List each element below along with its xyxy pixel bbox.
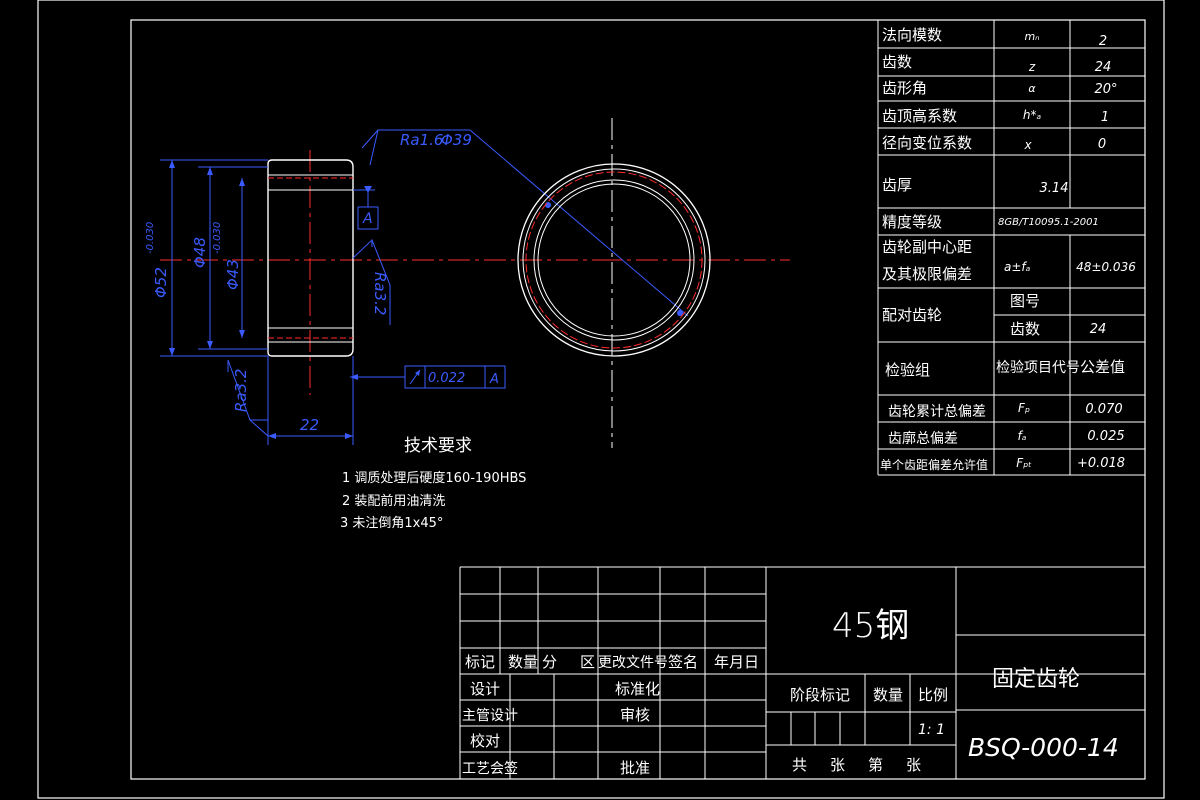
sheet-index: 第 [868, 756, 883, 774]
chief-design-label: 主管设计 [462, 708, 518, 724]
inspection-symbol-cumulative: Fₚ [1018, 401, 1030, 415]
standardization-label: 标准化 [615, 680, 660, 698]
part-name: 固定齿轮 [992, 667, 1080, 692]
gear-body-outline [267, 159, 354, 357]
param-name-pressure-angle: 齿形角 [882, 79, 927, 97]
rev-header-qty: 数量 [508, 653, 538, 671]
thickness-label: 齿厚 [882, 176, 912, 194]
stage-mark-label: 阶段标记 [790, 686, 850, 704]
design-label: 设计 [470, 680, 500, 698]
inspection-name-profile: 齿廓总偏差 [888, 430, 958, 447]
param-value-modulus: 2 [1099, 34, 1107, 49]
center-distance-label-1: 齿轮副中心距 [882, 238, 972, 256]
sheet-border [37, 0, 1165, 799]
param-value-addendum: 1 [1101, 110, 1109, 125]
quantity-label: 数量 [873, 686, 903, 704]
param-name-teeth: 齿数 [882, 53, 912, 71]
approve-label: 批准 [620, 759, 650, 777]
sheet-unit-2: 张 [906, 756, 921, 774]
section-view: A 0.022 A Ra1.6 Φ39 Ra3.2 Ra3.2 Φ52 -0.0… [145, 129, 689, 445]
inspection-value-cumulative: 0.070 [1085, 402, 1122, 417]
rev-header-zone: 区 [580, 653, 595, 671]
datum-box [357, 206, 379, 230]
param-value-teeth: 24 [1095, 60, 1112, 75]
tech-item-3: 3 未注倒角1x45° [340, 516, 443, 531]
diameter-52-tolerance: -0.030 [145, 222, 156, 254]
technical-requirements: 技术要求 1 调质处理后硬度160-190HBS 2 装配前用油清洗 3 未注倒… [340, 436, 526, 531]
drawing-code: BSQ-000-14 [968, 733, 1119, 762]
rev-header-sign: 签名 [668, 653, 698, 671]
tech-item-2: 2 装配前用油清洗 [342, 493, 445, 509]
thickness-value: 3.14 [1040, 181, 1069, 196]
mating-gear-label: 配对齿轮 [882, 306, 942, 324]
inspection-group-label: 检验组 [885, 361, 930, 379]
runout-frame [404, 365, 506, 389]
accuracy-label: 精度等级 [882, 213, 942, 231]
scale-value: 1: 1 [918, 722, 945, 738]
center-distance-value: 48±0.036 [1076, 260, 1136, 274]
param-symbol-shift: x [1023, 138, 1032, 152]
param-name-shift: 径向变位系数 [882, 134, 972, 152]
param-symbol-addendum: h*ₐ [1023, 108, 1042, 122]
runout-datum: A [489, 372, 499, 387]
inspection-symbol-pitch: Fₚₜ [1016, 456, 1032, 470]
front-view [517, 118, 790, 448]
review-label: 审核 [620, 706, 650, 724]
material: 45钢 [832, 606, 909, 646]
diameter-43: Φ43 [224, 259, 242, 290]
runout-value: 0.022 [428, 371, 465, 386]
title-block [459, 566, 1145, 779]
inspection-symbol-profile: fₐ [1018, 429, 1027, 443]
tolerance-label: 公差值 [1080, 358, 1125, 376]
inspection-value-pitch: +0.018 [1077, 456, 1125, 471]
diameter-39: Φ39 [441, 131, 472, 149]
inspection-code-label: 检验项目代号 [996, 360, 1080, 376]
diameter-43-tolerance: -0.030 [212, 222, 223, 254]
tech-title: 技术要求 [404, 436, 472, 456]
process-sign-label: 工艺会签 [462, 760, 518, 777]
sheet-unit-1: 张 [830, 756, 845, 774]
datum-label: A [362, 211, 373, 227]
param-value-pressure-angle: 20° [1094, 82, 1117, 97]
center-distance-symbol: a±fₐ [1004, 260, 1031, 274]
inspection-value-profile: 0.025 [1087, 429, 1124, 444]
mating-teeth-label: 齿数 [1010, 320, 1040, 338]
inspection-name-cumulative: 齿轮累计总偏差 [888, 404, 986, 420]
rev-header-mark: 标记 [465, 653, 495, 671]
diameter-48: Φ48 [191, 237, 209, 268]
drawing-no-label: 图号 [1010, 292, 1040, 310]
rev-header-date: 年月日 [714, 653, 759, 671]
tech-item-1: 1 调质处理后硬度160-190HBS [342, 470, 526, 486]
mating-teeth-value: 24 [1090, 322, 1107, 337]
scale-label: 比例 [918, 686, 948, 704]
width-dimension: 22 [300, 416, 319, 434]
parameter-table [877, 20, 1145, 476]
param-symbol-modulus: mₙ [1024, 30, 1039, 43]
param-symbol-pressure-angle: α [1028, 82, 1036, 95]
roughness-right: Ra3.2 [371, 272, 389, 315]
inspection-name-pitch: 单个齿距偏差允许值 [880, 457, 988, 472]
rev-header-doc: 更改文件号 [598, 655, 668, 671]
roughness-top: Ra1.6 [400, 131, 443, 149]
param-name-addendum: 齿顶高系数 [882, 107, 957, 125]
roughness-symbol-icon [227, 238, 391, 437]
diameter-52: Φ52 [152, 267, 170, 298]
rev-header-div: 分 [542, 653, 557, 671]
param-symbol-teeth: z [1028, 60, 1036, 74]
check-label: 校对 [470, 732, 500, 750]
param-value-shift: 0 [1098, 137, 1106, 152]
frame-border [130, 19, 1146, 780]
param-name-modulus: 法向模数 [882, 26, 942, 44]
roughness-left: Ra3.2 [232, 369, 250, 412]
accuracy-value: 8GB/T10095.1-2001 [998, 217, 1099, 228]
center-distance-label-2: 及其极限偏差 [882, 265, 972, 283]
sheet-total: 共 [792, 756, 807, 774]
